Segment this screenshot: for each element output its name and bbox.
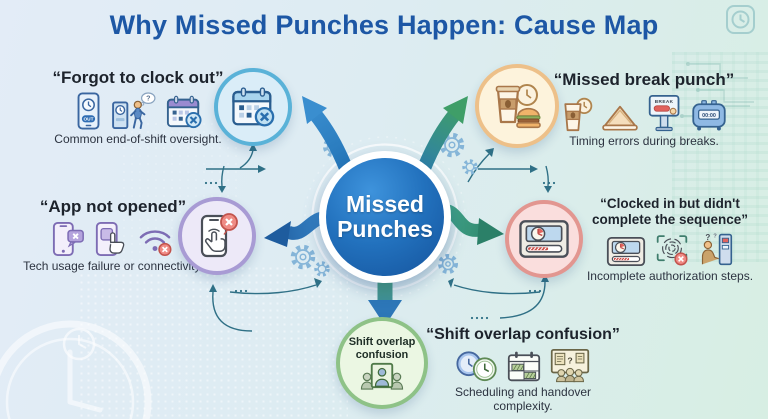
- center-label-line1: Missed: [346, 190, 424, 217]
- cause-heading: “App not opened”: [39, 197, 187, 216]
- bubble-label-line1: Shift overlap: [348, 336, 416, 349]
- cause-heading: “Clocked in but didn't complete the sequ…: [580, 196, 760, 227]
- bubble-label: Shift overlap confusion: [349, 336, 416, 361]
- terminal-progress-bubble-icon: [519, 220, 569, 258]
- phone-touch-x-icon: [200, 213, 238, 258]
- walkaway-clock-icon: ?: [111, 91, 156, 129]
- bubble-missed-break-punch: [475, 64, 559, 148]
- cause-group-forgot-to-clock-out: “Forgot to clock out” OUT ?: [30, 68, 246, 146]
- svg-text:00:00: 00:00: [702, 113, 716, 119]
- cause-group-app-not-opened: “App not opened”: [22, 197, 204, 273]
- center-hub: Missed Punches: [319, 151, 451, 283]
- schedule-icon: [507, 352, 541, 382]
- svg-text:?: ?: [713, 233, 717, 239]
- svg-text:?: ?: [146, 94, 150, 102]
- cause-caption: Common end-of-shift oversight.: [54, 131, 222, 146]
- cause-heading: “Shift overlap confusion”: [426, 326, 620, 343]
- circuit-pattern: [672, 52, 768, 262]
- center-label-line2: Punches: [337, 216, 433, 242]
- page-title: Why Missed Punches Happen: Cause Map: [109, 10, 659, 40]
- fingerprint-x-icon: [656, 235, 688, 266]
- coffee-clock-icon: [564, 97, 593, 131]
- cause-heading: “Forgot to clock out”: [52, 68, 224, 87]
- cause-heading: “Missed break punch”: [553, 70, 735, 89]
- phone-out-icon: OUT: [77, 92, 99, 130]
- svg-text:BREAK: BREAK: [655, 99, 674, 104]
- calendar-x-icon: [166, 95, 202, 128]
- svg-text:?: ?: [705, 233, 710, 242]
- wifi-x-icon: [139, 229, 172, 256]
- cause-caption: Tech usage failure or connectivity.: [23, 258, 203, 273]
- calendar-x-bubble-icon: [232, 87, 275, 127]
- team-frame-icon: [360, 362, 404, 390]
- coffee-break-burger-icon: [495, 84, 541, 129]
- cause-heading-line2: complete the sequence”: [591, 211, 749, 227]
- svg-text:?: ?: [567, 356, 572, 366]
- cause-group-shift-overlap: “Shift overlap confusion”: [424, 326, 622, 413]
- bubble-incomplete-sequence: [505, 200, 583, 278]
- cause-caption: Timing errors during breaks.: [569, 133, 719, 148]
- bubble-label-line2: confusion: [355, 348, 409, 361]
- timer-icon: 00:00: [692, 99, 726, 131]
- phone-error-icon: [52, 221, 84, 256]
- icon-row: ?: [424, 348, 622, 383]
- center-hub-label: Missed Punches: [326, 158, 444, 276]
- team-board-icon: ?: [550, 349, 590, 383]
- cause-group-incomplete-sequence: “Clocked in but didn't complete the sequ…: [580, 196, 760, 283]
- icon-row: ? ?: [580, 231, 760, 267]
- cause-group-missed-break-punch: “Missed break punch” BREAK: [552, 70, 736, 148]
- icon-row: [22, 221, 204, 257]
- bubble-app-not-opened: [178, 197, 256, 275]
- cause-caption: Scheduling and handover complexity.: [454, 385, 592, 414]
- cause-caption: Incomplete authorization steps.: [586, 269, 754, 284]
- phone-touch-icon: [95, 221, 125, 256]
- bubble-forgot-to-clock-out: [214, 68, 292, 146]
- dot-matrix-pattern: [78, 265, 348, 419]
- icon-row: BREAK 00:00: [552, 94, 736, 132]
- icon-row: OUT ?: [30, 91, 246, 130]
- svg-text:OUT: OUT: [83, 116, 93, 122]
- kiosk-question-icon: ? ?: [701, 233, 733, 266]
- cause-heading-line1: “Clocked in but didn't: [600, 196, 740, 211]
- sandwich-icon: [602, 105, 638, 131]
- bubble-shift-overlap: Shift overlap confusion: [336, 317, 428, 409]
- terminal-progress-icon: [606, 236, 646, 267]
- break-kiosk-icon: BREAK: [648, 94, 680, 131]
- dual-clocks-icon: [456, 351, 497, 382]
